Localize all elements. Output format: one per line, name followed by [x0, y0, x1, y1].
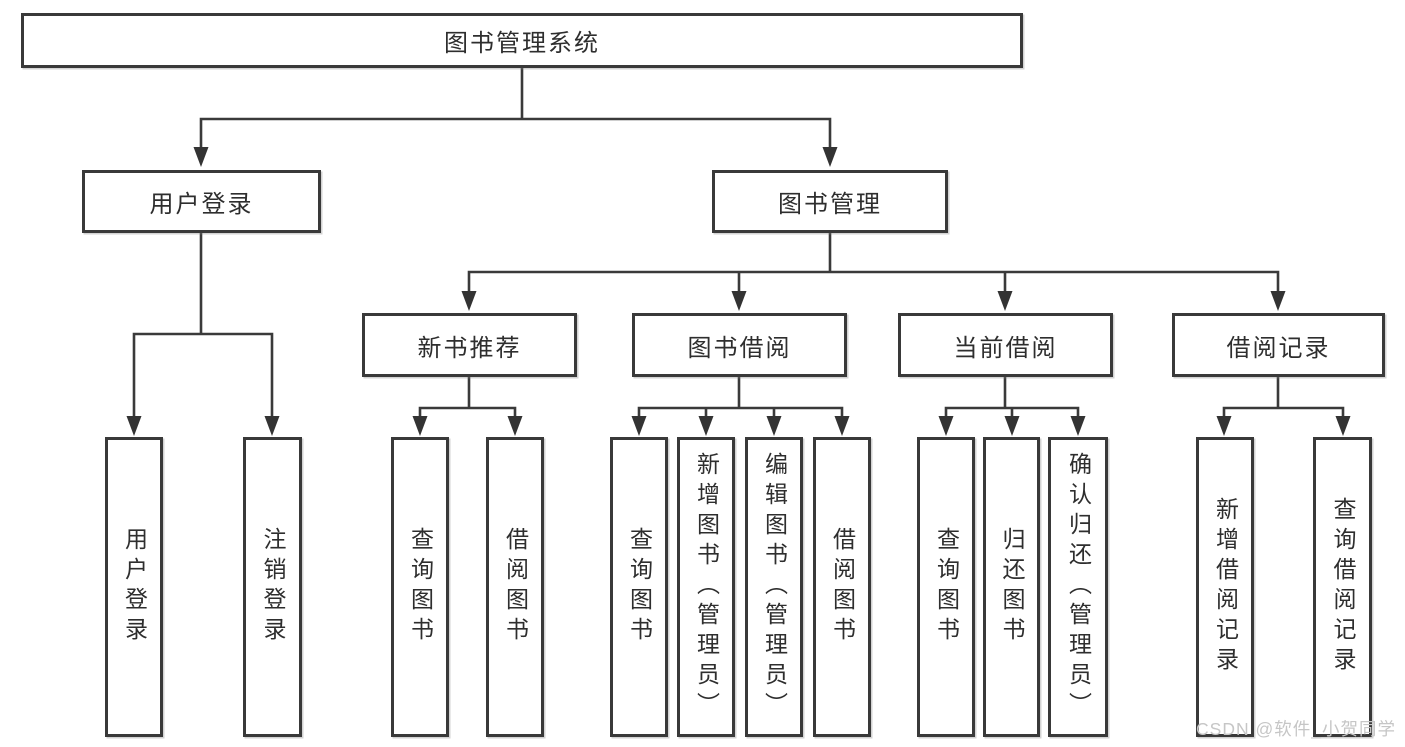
leaf-borrow-books: 借阅图书	[813, 437, 871, 737]
leaf-label: 借阅图书	[502, 527, 529, 647]
leaf-label: 查询图书	[407, 527, 434, 647]
node-label: 图书借阅	[687, 334, 792, 362]
arrow-down-icon	[834, 416, 850, 436]
node-label: 图书管理系统	[444, 30, 600, 57]
node-borrowing-records: 借阅记录	[1172, 313, 1385, 377]
arrow-down-icon	[1004, 416, 1020, 436]
leaf-label: 新增借阅记录	[1212, 497, 1239, 677]
leaf-edit-books-admin: 编辑图书（管理员）	[745, 437, 803, 737]
leaf-user-login: 用户登录	[105, 437, 163, 737]
arrowheads	[126, 147, 1351, 436]
node-label: 借阅记录	[1226, 334, 1331, 362]
connector-borrow-records-to-leaves	[1222, 375, 1345, 420]
arrow-down-icon	[1270, 291, 1286, 311]
node-current-borrowing: 当前借阅	[898, 313, 1113, 377]
leaf-query-books-borrow: 查询图书	[610, 437, 668, 737]
node-user-login: 用户登录	[82, 170, 321, 233]
connector-user-login-to-leaves	[132, 231, 274, 420]
leaf-label: 借阅图书	[829, 527, 856, 647]
leaf-label: 新增图书（管理员）	[693, 452, 720, 722]
arrow-down-icon	[822, 147, 838, 167]
leaf-label: 确认归还（管理员）	[1065, 452, 1092, 722]
leaf-return-books: 归还图书	[983, 437, 1040, 737]
arrow-down-icon	[461, 291, 477, 311]
leaf-label: 用户登录	[121, 527, 148, 647]
leaf-label: 查询借阅记录	[1330, 497, 1356, 677]
leaf-logout: 注销登录	[243, 437, 302, 737]
leaf-label: 编辑图书（管理员）	[761, 452, 788, 722]
connector-current-borrow-to-leaves	[944, 375, 1080, 420]
arrow-down-icon	[698, 416, 714, 436]
arrow-down-icon	[264, 416, 280, 436]
connector-new-book-to-leaves	[418, 375, 517, 420]
node-label: 图书管理	[778, 191, 882, 218]
leaf-confirm-return-admin: 确认归还（管理员）	[1048, 437, 1108, 737]
leaf-add-borrow-record: 新增借阅记录	[1196, 437, 1254, 737]
arrow-down-icon	[1216, 416, 1232, 436]
node-label: 用户登录	[149, 191, 254, 218]
arrow-down-icon	[1335, 416, 1351, 436]
arrow-down-icon	[631, 416, 647, 436]
arrow-down-icon	[1070, 416, 1086, 436]
connector-book-management-to-level3	[467, 231, 1280, 295]
node-label: 新书推荐	[417, 334, 522, 362]
arrow-down-icon	[507, 416, 523, 436]
node-label: 当前借阅	[953, 334, 1058, 362]
connector-root-to-level2	[199, 66, 832, 151]
leaf-label: 归还图书	[999, 527, 1025, 647]
arrow-down-icon	[997, 291, 1013, 311]
leaf-label: 查询图书	[626, 527, 653, 647]
leaf-query-books-recommend: 查询图书	[391, 437, 449, 737]
leaf-borrow-books-recommend: 借阅图书	[486, 437, 544, 737]
leaf-label: 注销登录	[260, 527, 286, 647]
arrow-down-icon	[731, 291, 747, 311]
node-library-management-system: 图书管理系统	[21, 13, 1023, 68]
connector-book-borrow-to-leaves	[637, 375, 844, 420]
arrow-down-icon	[412, 416, 428, 436]
leaf-query-books-current: 查询图书	[917, 437, 975, 737]
node-book-management: 图书管理	[712, 170, 948, 233]
leaf-query-borrow-record: 查询借阅记录	[1313, 437, 1372, 737]
leaf-label: 查询图书	[933, 527, 960, 647]
arrow-down-icon	[193, 147, 209, 167]
arrow-down-icon	[766, 416, 782, 436]
node-book-borrowing: 图书借阅	[632, 313, 847, 377]
arrow-down-icon	[938, 416, 954, 436]
leaf-add-books-admin: 新增图书（管理员）	[677, 437, 735, 737]
arrow-down-icon	[126, 416, 142, 436]
node-new-book-recommendation: 新书推荐	[362, 313, 577, 377]
